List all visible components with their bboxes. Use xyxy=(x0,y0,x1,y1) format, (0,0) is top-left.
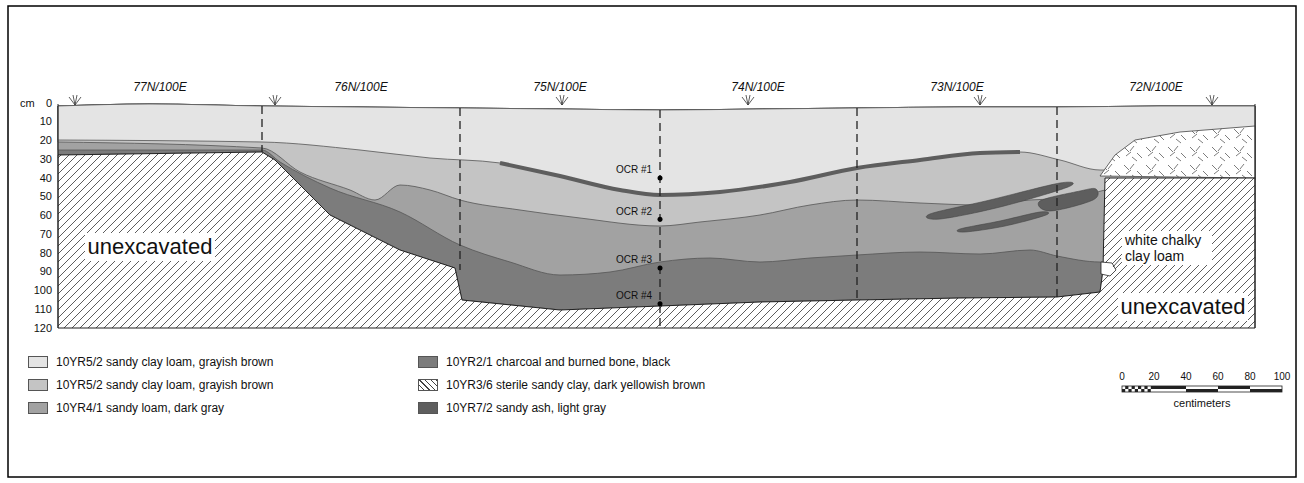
sample-point xyxy=(658,217,663,222)
scale-tick xyxy=(1122,389,1125,392)
scale-tick xyxy=(1135,389,1138,392)
sample-label: OCR #4 xyxy=(616,290,652,302)
legend-text: 10YR5/2 sandy clay loam, grayish brown xyxy=(56,355,273,369)
legend-text: 10YR7/2 sandy ash, light gray xyxy=(446,401,606,415)
grass-tuft xyxy=(269,95,281,105)
scale-segment xyxy=(1250,389,1282,392)
unit-boundary xyxy=(459,108,460,270)
depth-label: 60 xyxy=(40,209,52,222)
legend-swatch xyxy=(418,356,438,368)
unit-label: 74N/100E xyxy=(731,81,784,95)
legend-text: 10YR5/2 sandy clay loam, grayish brown xyxy=(56,378,273,392)
legend-entry: 10YR5/2 sandy clay loam, grayish brown xyxy=(28,355,273,369)
sample-label: OCR #2 xyxy=(616,206,652,218)
scale-tick xyxy=(1144,386,1147,389)
unit-label: 77N/100E xyxy=(133,81,186,95)
scale-segment xyxy=(1186,389,1218,392)
area-label: unexcavated xyxy=(1118,293,1249,320)
ash-lens xyxy=(500,152,1020,195)
grass-tuft xyxy=(974,95,986,105)
scale-tick xyxy=(1141,389,1144,392)
scale-tick xyxy=(1132,386,1135,389)
legend-swatch xyxy=(28,402,48,414)
scale-bar xyxy=(1122,386,1282,392)
legend-text: 10YR4/1 sandy loam, dark gray xyxy=(56,401,224,415)
ash-lens xyxy=(1038,188,1098,211)
scale-label: 60 xyxy=(1212,371,1223,383)
depth-label: 10 xyxy=(40,115,52,128)
depth-label: 50 xyxy=(40,190,52,203)
grass-tuft xyxy=(556,95,568,105)
legend-entry: 10YR5/2 sandy clay loam, grayish brown xyxy=(28,378,273,392)
frame xyxy=(8,6,1296,477)
legend-entry: 10YR7/2 sandy ash, light gray xyxy=(418,401,606,415)
depth-label: 120 xyxy=(34,322,52,335)
depth-label: 100 xyxy=(34,284,52,297)
depth-label: 0 xyxy=(46,97,52,110)
sample-point xyxy=(658,301,663,306)
scale-label: 20 xyxy=(1148,371,1159,383)
depth-label: cm xyxy=(20,97,35,110)
depth-label: 90 xyxy=(40,265,52,278)
unit-label: 75N/100E xyxy=(533,81,586,95)
legend-swatch xyxy=(418,402,438,414)
sterile-clay xyxy=(1100,126,1255,178)
unit-boundary xyxy=(856,108,857,300)
depth-label: 110 xyxy=(34,303,52,316)
unit-boundary xyxy=(1056,107,1057,297)
scale-label: 40 xyxy=(1180,371,1191,383)
unit-label: 76N/100E xyxy=(334,81,387,95)
scale-tick xyxy=(1148,389,1151,392)
grass-tuft xyxy=(69,95,81,105)
legend-entry: 10YR4/1 sandy loam, dark gray xyxy=(28,401,224,415)
grass-tuft xyxy=(1206,95,1218,105)
depth-label: 80 xyxy=(40,247,52,260)
sample-label: OCR #3 xyxy=(616,254,652,266)
depth-label: 40 xyxy=(40,172,52,185)
legend-entry: 10YR2/1 charcoal and burned bone, black xyxy=(418,355,670,369)
scale-label: centimeters xyxy=(1174,397,1231,410)
leader-line xyxy=(1113,258,1121,267)
scale-tick xyxy=(1138,386,1141,389)
scale-label: 0 xyxy=(1119,371,1125,383)
legend-text: 10YR3/6 sterile sandy clay, dark yellowi… xyxy=(446,378,705,392)
scale-label: 80 xyxy=(1244,371,1255,383)
unit-label: 72N/100E xyxy=(1129,81,1182,95)
profile-edge xyxy=(1255,104,1256,328)
legend-text: 10YR2/1 charcoal and burned bone, black xyxy=(446,355,670,369)
unit-label: 73N/100E xyxy=(930,81,983,95)
legend-swatch xyxy=(28,356,48,368)
legend-swatch xyxy=(418,379,438,391)
profile-edge xyxy=(58,104,59,328)
depth-label: 20 xyxy=(40,134,52,147)
scale-tick xyxy=(1151,386,1154,389)
legend-entry: 10YR3/6 sterile sandy clay, dark yellowi… xyxy=(418,378,705,392)
depth-label: 30 xyxy=(40,153,52,166)
legend-swatch xyxy=(28,379,48,391)
unexcavated-area xyxy=(58,152,1255,328)
ash-lens xyxy=(957,212,1049,232)
depth-label: 70 xyxy=(40,228,52,241)
sample-label: OCR #1 xyxy=(616,164,652,176)
unit-boundary xyxy=(261,106,262,152)
chalky-clay-pocket xyxy=(1101,262,1116,276)
scale-label: 100 xyxy=(1274,371,1291,383)
scale-segment xyxy=(1218,386,1250,389)
area-label: unexcavated xyxy=(85,233,216,260)
grass-tuft xyxy=(742,95,754,105)
scale-tick xyxy=(1125,386,1128,389)
sample-point xyxy=(658,266,663,271)
area-label: white chalky clay loam xyxy=(1122,231,1212,265)
scale-tick xyxy=(1128,389,1131,392)
sample-point xyxy=(658,176,663,181)
scale-segment xyxy=(1154,386,1186,389)
